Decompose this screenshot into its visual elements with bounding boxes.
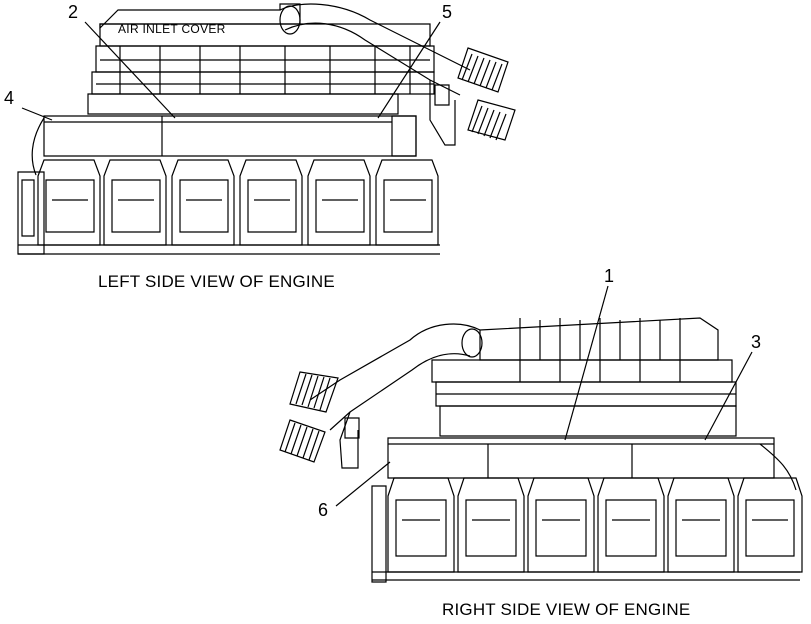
leader-3 (705, 352, 752, 440)
left-filter-upper (458, 48, 508, 92)
right-upper-housing (432, 318, 736, 436)
callout-2: 2 (68, 2, 79, 22)
callout-3: 3 (751, 332, 762, 352)
callout-5: 5 (442, 2, 453, 22)
right-cylinder-row (372, 478, 802, 582)
leader-2 (85, 22, 175, 118)
right-leader-lines (336, 286, 752, 506)
callout-6: 6 (318, 500, 329, 520)
right-intake-elbow (310, 324, 482, 468)
left-intake-elbow (280, 4, 470, 145)
left-engine-view (18, 4, 515, 254)
leader-1 (565, 286, 608, 440)
callout-4: 4 (4, 88, 15, 108)
leader-6 (336, 462, 390, 506)
right-filter-lower (280, 420, 325, 462)
left-leader-lines (22, 22, 440, 120)
right-view-caption: RIGHT SIDE VIEW OF ENGINE (442, 600, 691, 619)
right-filter-upper (290, 372, 338, 412)
left-manifold (32, 116, 416, 175)
left-cylinder-row (18, 160, 440, 254)
air-inlet-cover-label: AIR INLET COVER (118, 22, 226, 36)
leader-5 (378, 22, 440, 118)
leader-4 (22, 108, 52, 120)
callout-1: 1 (604, 266, 615, 286)
left-upper-housing (88, 4, 434, 114)
left-filter-lower (468, 100, 515, 140)
right-engine-view (280, 286, 802, 582)
left-view-caption: LEFT SIDE VIEW OF ENGINE (98, 272, 335, 291)
